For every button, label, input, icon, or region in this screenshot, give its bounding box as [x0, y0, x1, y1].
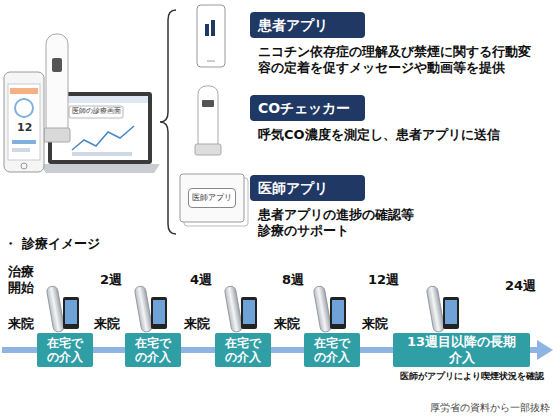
screen-number: 12 — [17, 121, 32, 134]
co-checker-window — [202, 100, 214, 107]
node-text: 在宅での介入 — [309, 336, 355, 365]
week-label: 4週 — [190, 272, 212, 288]
section-header: COチェッカー — [250, 95, 365, 121]
section-heading: ・ 診療イメージ — [4, 236, 100, 252]
app-logo — [205, 24, 209, 36]
timeline-arrowhead — [537, 340, 553, 360]
device-icon — [426, 285, 459, 332]
description-text: ニコチン依存症の理解及び禁煙に関する行動変容の定着を促すメッセージや動画等を提供 — [258, 44, 534, 75]
visit-label: 来院 — [8, 316, 34, 332]
timeline-connector — [93, 347, 125, 353]
phone-gauge — [15, 99, 33, 117]
source-note: 厚労省の資料から一部抜粋 — [430, 402, 550, 414]
intervention-box: 在宅での介入 — [125, 333, 181, 367]
description-text: 患者アプリの進捗の確認等診療のサポート — [258, 207, 416, 238]
node-text: COチェッカー — [258, 100, 350, 117]
app-logo — [211, 20, 215, 36]
doctor-app-sheet — [180, 174, 244, 222]
visit-label: 来院 — [94, 316, 120, 332]
screen-title: 医師の診療画面 — [72, 107, 121, 115]
node-text: 患者アプリ — [258, 17, 328, 34]
curly-brace — [160, 10, 176, 234]
timeline-connector — [271, 347, 304, 353]
node-text: 13週目以降の長期介入 — [403, 334, 520, 365]
device-icon — [224, 285, 257, 332]
phone-row — [12, 148, 30, 152]
visit-label: 来院 — [184, 316, 210, 332]
node-text: 在宅での介入 — [42, 336, 88, 365]
node-text: 医師アプリ — [258, 180, 328, 197]
intervention-box: 在宅での介入 — [304, 333, 360, 367]
visit-label: 来院 — [274, 316, 300, 332]
node-text: 医師アプリ — [192, 193, 232, 203]
section-header: 患者アプリ — [250, 12, 365, 38]
screen-row — [72, 152, 132, 156]
phone-button — [21, 163, 27, 169]
node-text: 在宅での介入 — [220, 336, 266, 365]
description-text: 呼気CO濃度を測定し、患者アプリに送信 — [258, 127, 500, 143]
week-label: 2週 — [100, 272, 122, 288]
co-checker-window — [52, 58, 62, 72]
screen-title-box — [69, 106, 123, 118]
app-icon-box: 医師アプリ — [188, 188, 236, 208]
node-text: 在宅での介入 — [130, 336, 176, 365]
timeline-label: 治療開始 — [8, 264, 35, 295]
timeline-connector — [360, 347, 393, 353]
co-checker-body — [46, 34, 68, 138]
visit-label: 来院 — [362, 316, 388, 332]
co-checker-base — [195, 144, 221, 155]
screen-chart — [72, 126, 134, 150]
device-icon — [134, 285, 167, 332]
phone-screen — [8, 84, 40, 160]
app-phone-icon — [197, 5, 225, 67]
co-checker-base — [44, 128, 70, 142]
laptop-base — [40, 164, 160, 173]
intervention-box: 在宅での介入 — [215, 333, 271, 367]
week-label: 12週 — [368, 272, 399, 288]
phone-bar — [10, 88, 38, 94]
timeline-connector — [181, 347, 215, 353]
phone-body — [4, 72, 44, 172]
device-icon — [313, 285, 346, 332]
co-checker-icon — [198, 86, 218, 150]
phone-button — [207, 60, 215, 62]
phone-row — [12, 140, 36, 144]
device-icon — [46, 285, 79, 332]
week-label: 24週 — [505, 278, 536, 294]
week-label: 8週 — [282, 272, 304, 288]
section-header: 医師アプリ — [250, 175, 365, 201]
long-term-box: 13週目以降の長期介入 — [393, 333, 530, 367]
intervention-box: 在宅での介入 — [37, 333, 93, 367]
note-text: 医師がアプリにより喫煙状況を確認 — [400, 371, 544, 382]
